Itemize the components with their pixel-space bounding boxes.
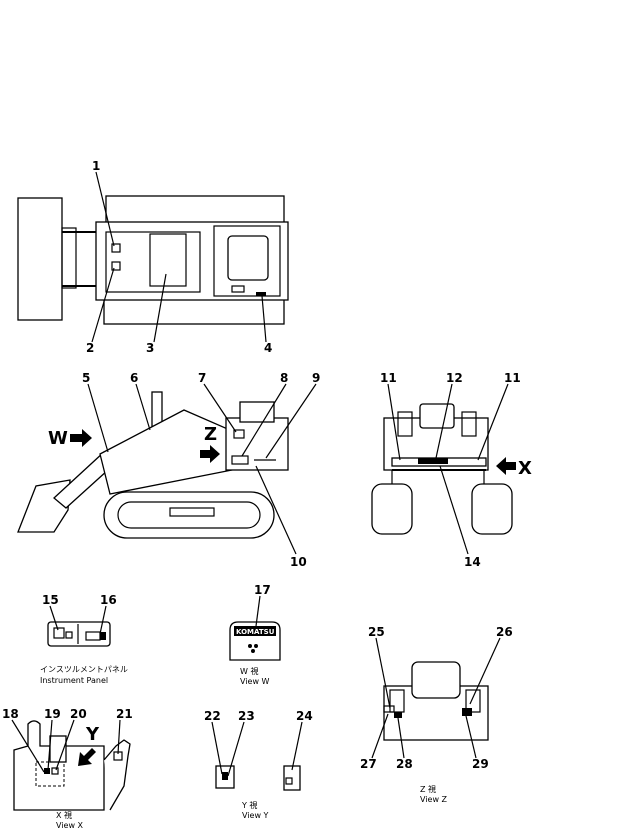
- callout-16: 16: [100, 593, 117, 607]
- caption-view-y-en: View Y: [242, 811, 269, 820]
- caption-view-z-jp: Z 視: [420, 785, 436, 794]
- front-view: [371, 403, 513, 535]
- callout-11a: 11: [380, 371, 397, 385]
- callout-23: 23: [238, 709, 255, 723]
- callout-7: 7: [198, 371, 206, 385]
- view-w: KOMATSU: [229, 621, 281, 661]
- view-z: [383, 661, 489, 741]
- callout-15: 15: [42, 593, 59, 607]
- caption-panel-en: Instrument Panel: [40, 676, 108, 685]
- arrow-x-label: X: [518, 458, 532, 479]
- callout-20: 20: [70, 707, 87, 721]
- callout-28: 28: [396, 757, 413, 771]
- caption-view-x-en: View X: [56, 821, 84, 830]
- callout-29: 29: [472, 757, 489, 771]
- top-view: [17, 195, 289, 325]
- caption-view-z-en: View Z: [420, 795, 448, 804]
- caption-view-w-en: View W: [240, 677, 270, 686]
- callout-1: 1: [92, 159, 100, 173]
- view-x: [13, 720, 131, 811]
- callout-18: 18: [2, 707, 19, 721]
- caption-panel-jp: インスツルメントパネル: [40, 665, 128, 674]
- caption-view-w-jp: W 視: [240, 667, 258, 676]
- callout-4: 4: [264, 341, 272, 355]
- arrow-w-icon: [70, 429, 92, 447]
- arrow-z-icon: [200, 445, 220, 463]
- callout-10: 10: [290, 555, 307, 569]
- arrow-w-label: W: [48, 428, 68, 449]
- view-y: [215, 765, 301, 791]
- callout-12: 12: [446, 371, 463, 385]
- callout-25: 25: [368, 625, 385, 639]
- caption-view-x-jp: X 視: [56, 811, 72, 820]
- callout-5: 5: [82, 371, 90, 385]
- arrow-y-label: Y: [85, 724, 100, 745]
- callout-22: 22: [204, 709, 221, 723]
- callout-24: 24: [296, 709, 313, 723]
- callout-26: 26: [496, 625, 513, 639]
- callout-6: 6: [130, 371, 138, 385]
- brand-label: KOMATSU: [236, 628, 275, 636]
- arrow-z-label: Z: [204, 424, 217, 445]
- callout-9: 9: [312, 371, 320, 385]
- arrow-x-icon: [496, 457, 516, 475]
- arrow-y-icon: [78, 748, 96, 766]
- caption-view-y-jp: Y 視: [241, 801, 257, 810]
- callout-2: 2: [86, 341, 94, 355]
- callout-27: 27: [360, 757, 377, 771]
- callout-19: 19: [44, 707, 61, 721]
- callout-17: 17: [254, 583, 271, 597]
- instrument-panel: [47, 621, 111, 647]
- callout-8: 8: [280, 371, 288, 385]
- callout-21: 21: [116, 707, 133, 721]
- callout-3: 3: [146, 341, 154, 355]
- callout-14: 14: [464, 555, 481, 569]
- callout-11b: 11: [504, 371, 521, 385]
- side-view: [17, 391, 289, 539]
